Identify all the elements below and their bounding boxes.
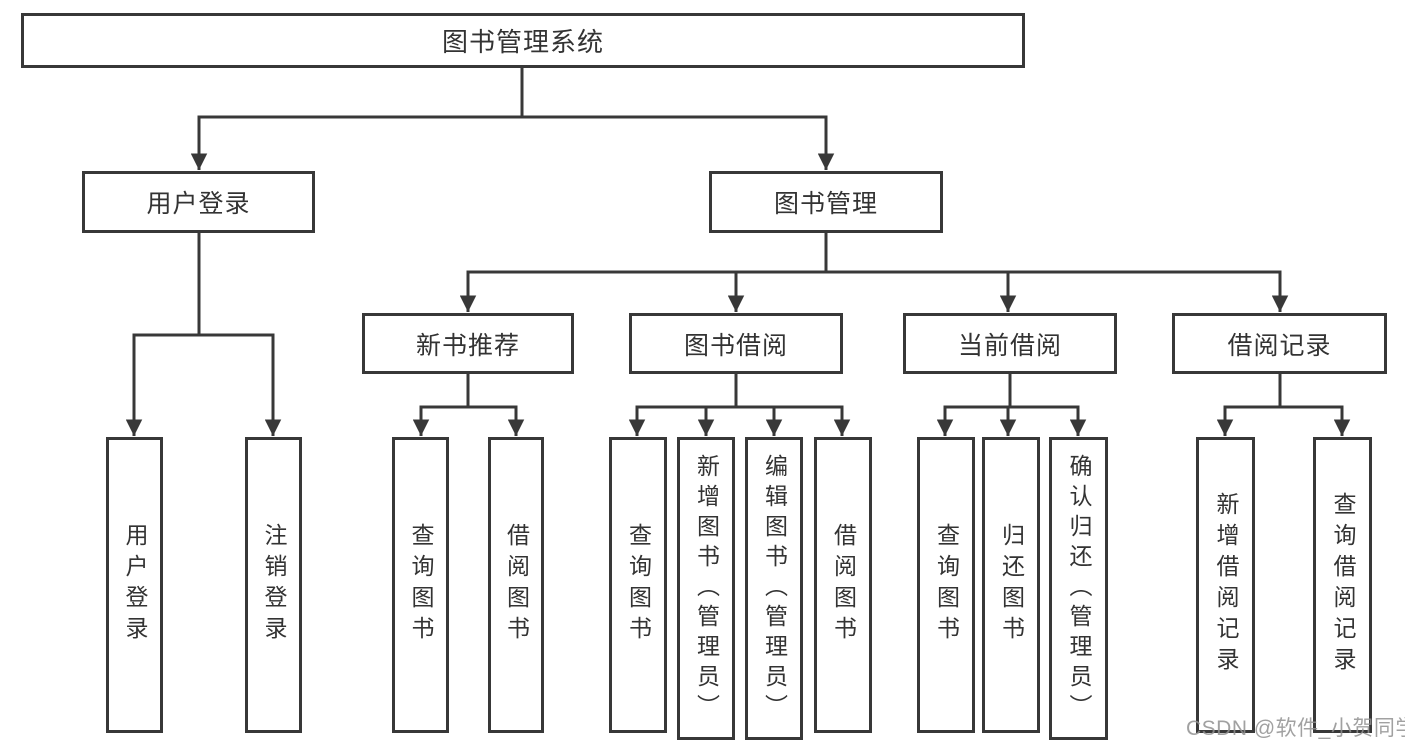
leaf-borrow-book-borrowing: 借阅图书 — [814, 437, 872, 733]
leaf-label: 确认归还（管理员） — [1066, 453, 1092, 724]
node-label: 新书推荐 — [415, 331, 520, 360]
node-label: 当前借阅 — [957, 331, 1062, 360]
leaf-label: 查询借阅记录 — [1330, 492, 1356, 678]
node-new-book-recommendation: 新书推荐 — [362, 313, 574, 374]
node-book-management: 图书管理 — [709, 171, 943, 233]
leaf-label: 查询图书 — [625, 523, 652, 647]
leaf-borrow-book-recommend: 借阅图书 — [488, 437, 544, 733]
leaf-query-book-recommend: 查询图书 — [392, 437, 449, 733]
leaf-label: 查询图书 — [933, 523, 960, 647]
node-label: 图书管理 — [773, 190, 878, 218]
leaf-logout-login: 注销登录 — [245, 437, 302, 733]
node-borrowing-records: 借阅记录 — [1172, 313, 1387, 374]
leaf-user-login: 用户登录 — [106, 437, 163, 733]
leaf-add-book-admin: 新增图书（管理员） — [677, 437, 735, 740]
node-user-login: 用户登录 — [82, 171, 315, 233]
node-book-borrowing: 图书借阅 — [629, 313, 843, 374]
leaf-label: 注销登录 — [261, 523, 287, 647]
leaf-label: 借阅图书 — [503, 523, 530, 647]
leaf-label: 用户登录 — [122, 523, 148, 647]
leaf-query-book-borrowing: 查询图书 — [609, 437, 667, 733]
node-label: 用户登录 — [146, 190, 251, 218]
watermark-csdn: CSDN @软件_小贺同学 — [1186, 717, 1405, 740]
leaf-label: 归还图书 — [998, 523, 1025, 647]
node-current-borrowing: 当前借阅 — [903, 313, 1117, 374]
leaf-label: 新增借阅记录 — [1213, 492, 1239, 678]
leaf-label: 编辑图书（管理员） — [761, 453, 788, 724]
node-label: 借阅记录 — [1227, 331, 1332, 360]
leaf-query-borrow-record: 查询借阅记录 — [1313, 437, 1372, 733]
node-label: 图书借阅 — [683, 331, 788, 360]
leaf-return-book: 归还图书 — [982, 437, 1040, 733]
leaf-edit-book-admin: 编辑图书（管理员） — [745, 437, 803, 740]
leaf-label: 新增图书（管理员） — [693, 453, 720, 724]
node-library-management-system: 图书管理系统 — [21, 13, 1025, 68]
leaf-add-borrow-record: 新增借阅记录 — [1196, 437, 1255, 733]
leaf-label: 借阅图书 — [830, 523, 857, 647]
leaf-label: 查询图书 — [408, 523, 434, 647]
leaf-confirm-return-admin: 确认归还（管理员） — [1049, 437, 1108, 740]
node-label: 图书管理系统 — [441, 27, 604, 57]
leaf-query-book-current: 查询图书 — [917, 437, 975, 733]
